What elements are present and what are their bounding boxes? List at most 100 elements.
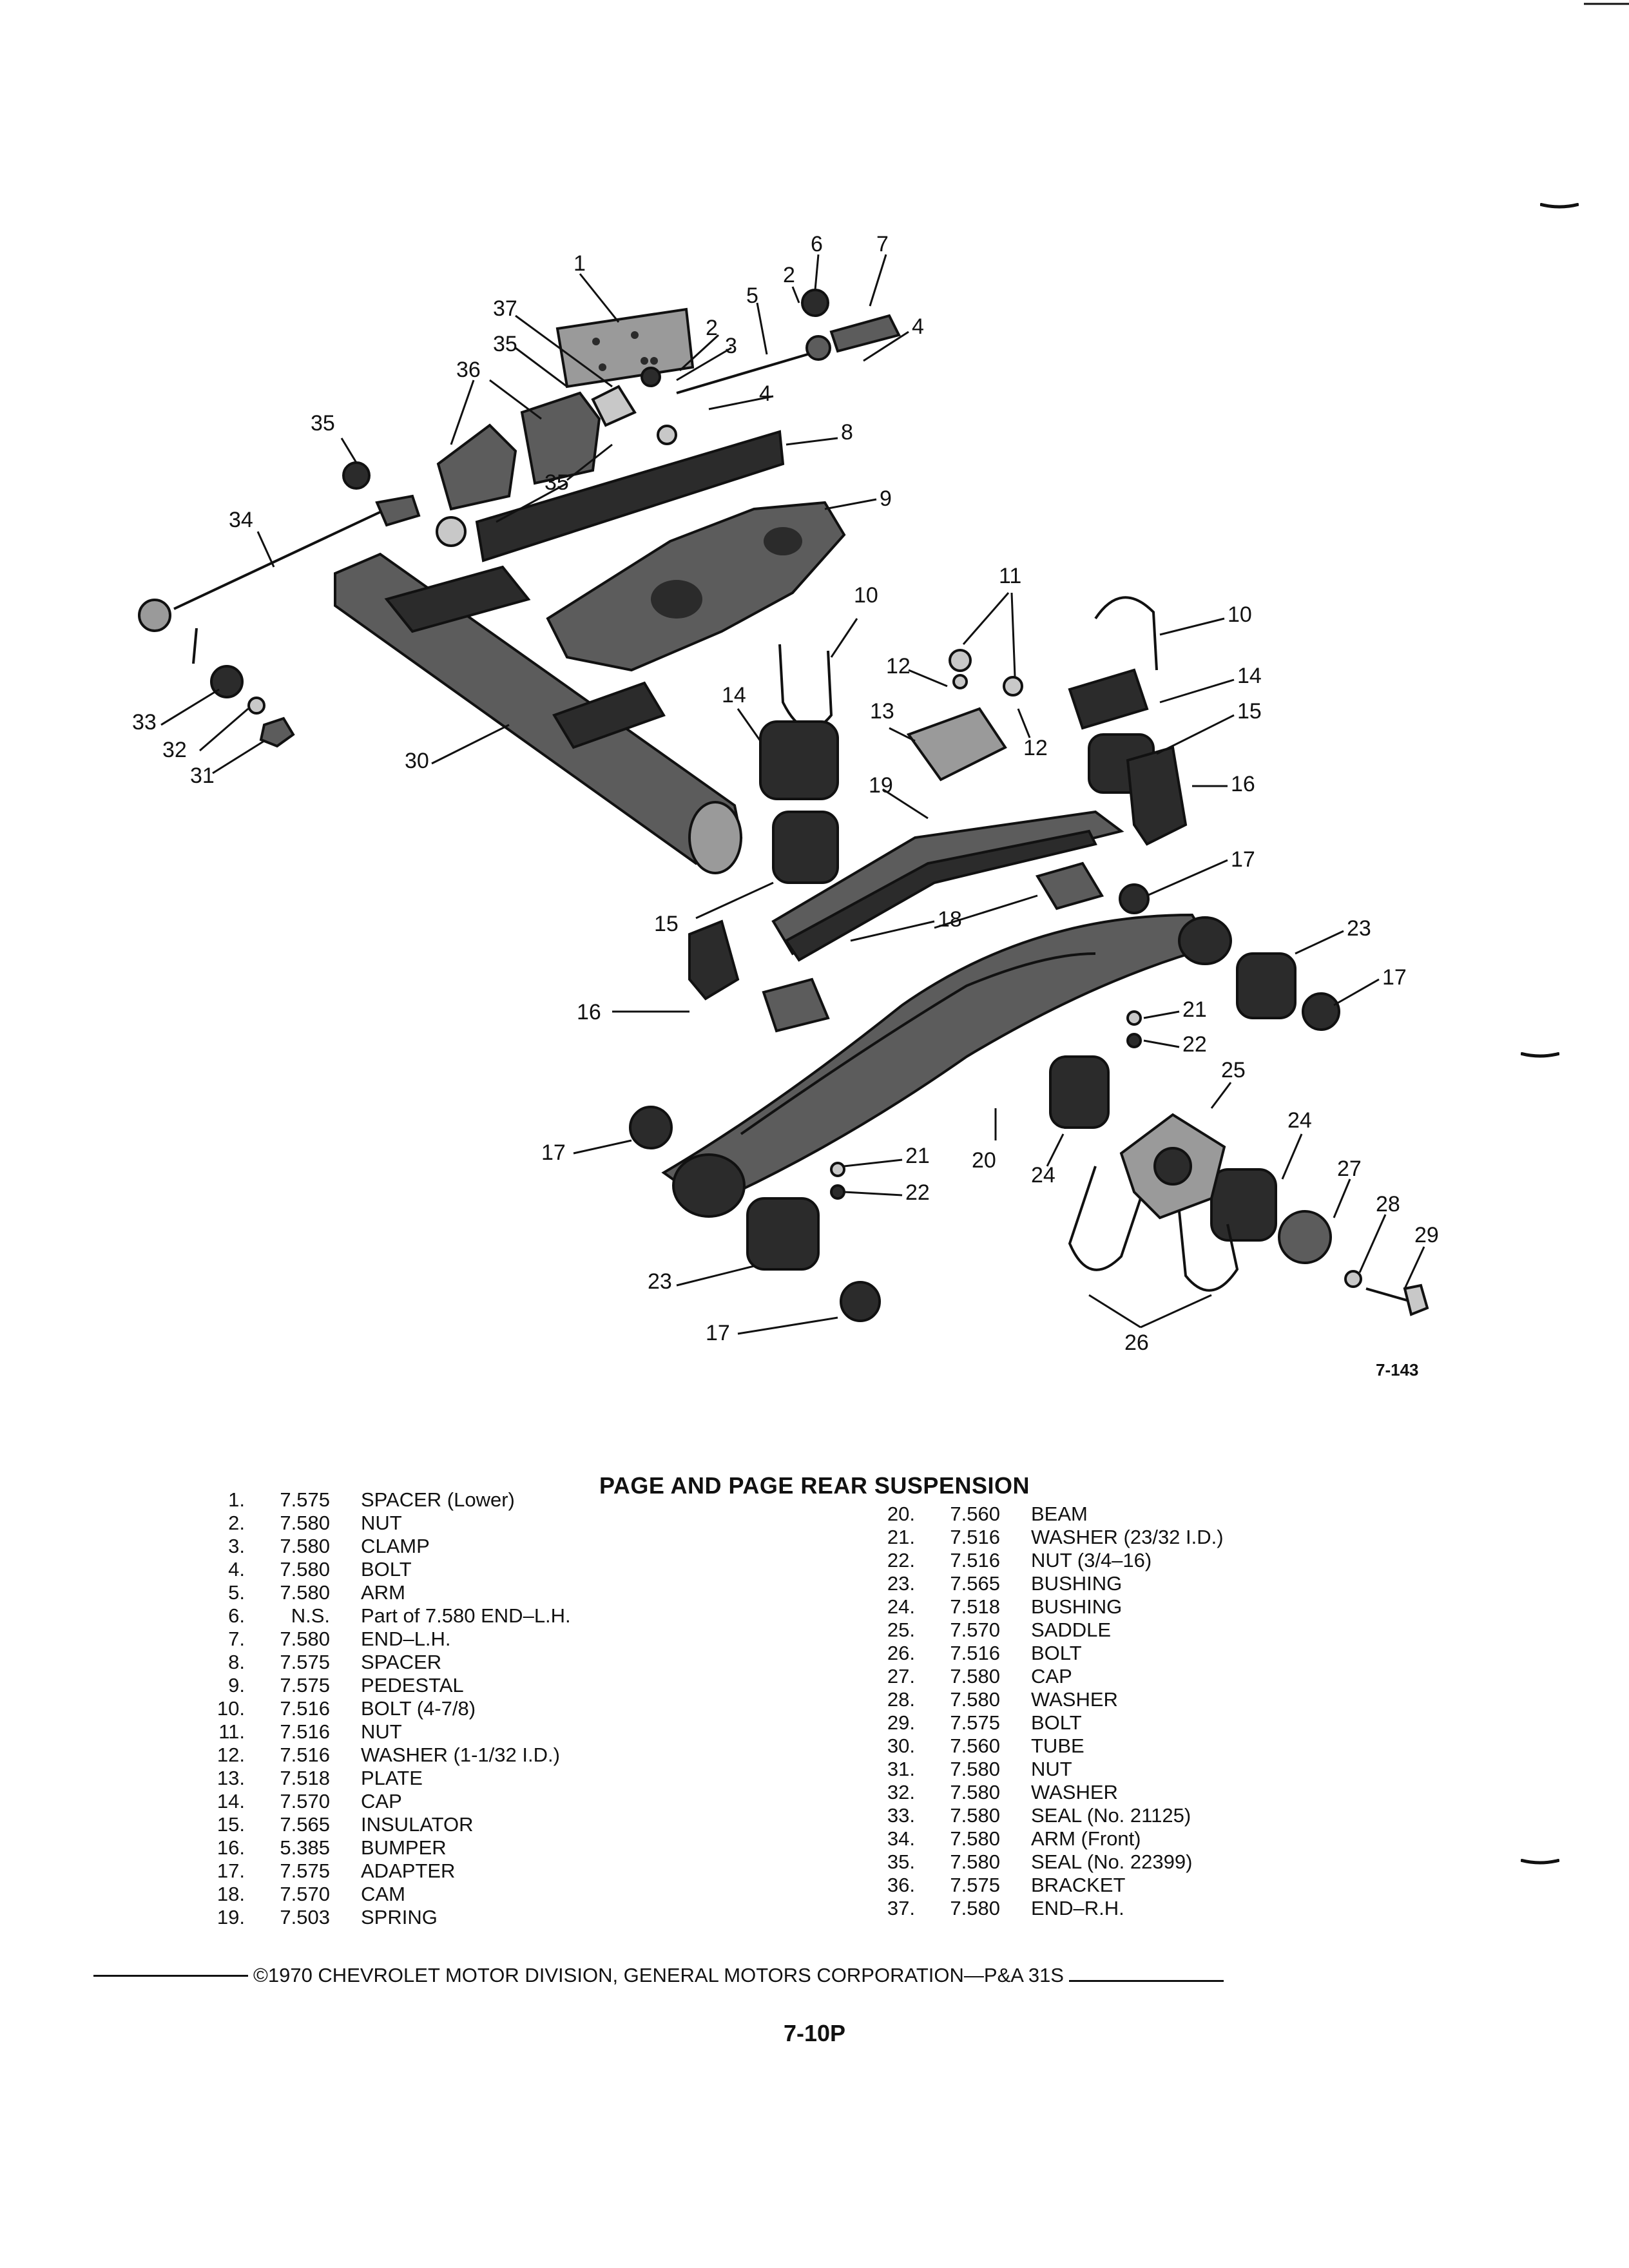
part-number: 5. [228,1581,245,1604]
part-group-code: N.S. [291,1604,330,1627]
part-group-code: 7.580 [950,1804,1000,1827]
callout-8: 8 [841,420,853,445]
part-group-code: 7.516 [280,1744,330,1766]
part-description: CAP [361,1790,402,1812]
callout-6: 6 [811,232,823,256]
part-number: 17. [217,1860,245,1882]
part-number: 32. [887,1781,915,1803]
callout-4: 4 [759,381,771,406]
part-description: ARM (Front) [1031,1827,1141,1850]
saddle-drawing [1119,1113,1226,1220]
part-number: 35. [887,1850,915,1873]
part-number: 13. [217,1767,245,1789]
part-number: 3. [228,1535,245,1557]
part-group-code: 7.580 [950,1781,1000,1803]
part-description: SEAL (No. 21125) [1031,1804,1191,1827]
u-bolts-lower-drawing [1068,1166,1239,1292]
part-number: 11. [218,1720,245,1743]
callout-13: 13 [870,699,894,724]
callout-2: 2 [706,316,718,340]
part-group-code: 7.580 [280,1558,330,1581]
callout-36: 36 [456,358,481,382]
part-row: 6.N.S.Part of 7.580 END–L.H. [193,1604,571,1628]
callout-19: 19 [869,773,893,798]
callout-22: 22 [905,1180,930,1205]
part-number: 12. [217,1744,245,1766]
part-number: 4. [228,1558,245,1581]
callout-10: 10 [1228,602,1252,627]
part-description: BOLT (4-7/8) [361,1697,476,1720]
part-description: SPRING [361,1906,438,1928]
part-number: 29. [887,1711,915,1734]
part-description: BRACKET [1031,1874,1126,1896]
part-number: 26. [887,1642,915,1664]
part-description: BOLT [1031,1711,1082,1734]
callout-24: 24 [1287,1108,1312,1133]
part-description: CAM [361,1883,405,1905]
leader-lines [160,254,1425,1335]
part-number: 10. [217,1697,245,1720]
copyright-text: ©1970 CHEVROLET MOTOR DIVISION, GENERAL … [253,1964,1064,1986]
part-description: ADAPTER [361,1860,456,1882]
part-row: 12. 7.516 WASHER (1-1/32 I.D.) [193,1744,571,1767]
page-number: 7-10P [783,2020,846,2046]
callout-11: 11 [999,564,1021,588]
callout-16: 16 [577,1000,601,1024]
part-number: 1. [228,1488,245,1511]
callout-15: 15 [654,912,679,936]
part-group-code: 7.503 [280,1906,330,1928]
part-number: 19. [217,1906,245,1928]
arm-upper-drawing [641,289,901,445]
part-number: 16. [217,1836,245,1859]
part-description: BUSHING [1031,1595,1123,1618]
spring-drawing [771,810,1124,962]
part-description: TUBE [1031,1735,1084,1757]
callout-3: 3 [725,334,737,358]
part-group-code: 7.575 [280,1651,330,1673]
part-group-code: 7.580 [280,1512,330,1534]
callout-31: 31 [190,764,215,788]
part-number: 2. [228,1512,245,1534]
part-number: 6. [228,1604,245,1627]
part-group-code: 7.516 [950,1549,1000,1571]
part-description: BOLT [361,1558,412,1581]
part-description: SADDLE [1031,1619,1112,1641]
part-description: CAP [1031,1665,1072,1687]
part-group-code: 7.580 [950,1688,1000,1711]
callout-18: 18 [938,907,962,932]
part-number: 24. [887,1595,915,1618]
callout-4: 4 [912,314,924,339]
part-group-code: 7.580 [280,1581,330,1604]
callout-29: 29 [1414,1223,1439,1247]
callout-5: 5 [746,284,758,308]
part-number: 9. [228,1674,245,1696]
callout-24: 24 [1031,1163,1055,1187]
part-description: BEAM [1031,1503,1088,1525]
callout-2: 2 [783,263,795,287]
callout-33: 33 [132,710,157,735]
part-group-code: 7.565 [280,1813,330,1836]
part-description: END–R.H. [1031,1897,1124,1919]
part-description: WASHER (1-1/32 I.D.) [361,1744,560,1766]
part-group-code: 7.575 [280,1488,330,1511]
adapters-drawing [629,883,1340,1322]
callout-17: 17 [1231,847,1255,872]
part-number: 18. [217,1883,245,1905]
part-description: NUT [1031,1758,1072,1780]
callout-20: 20 [972,1148,996,1173]
callout-22: 22 [1182,1032,1207,1057]
